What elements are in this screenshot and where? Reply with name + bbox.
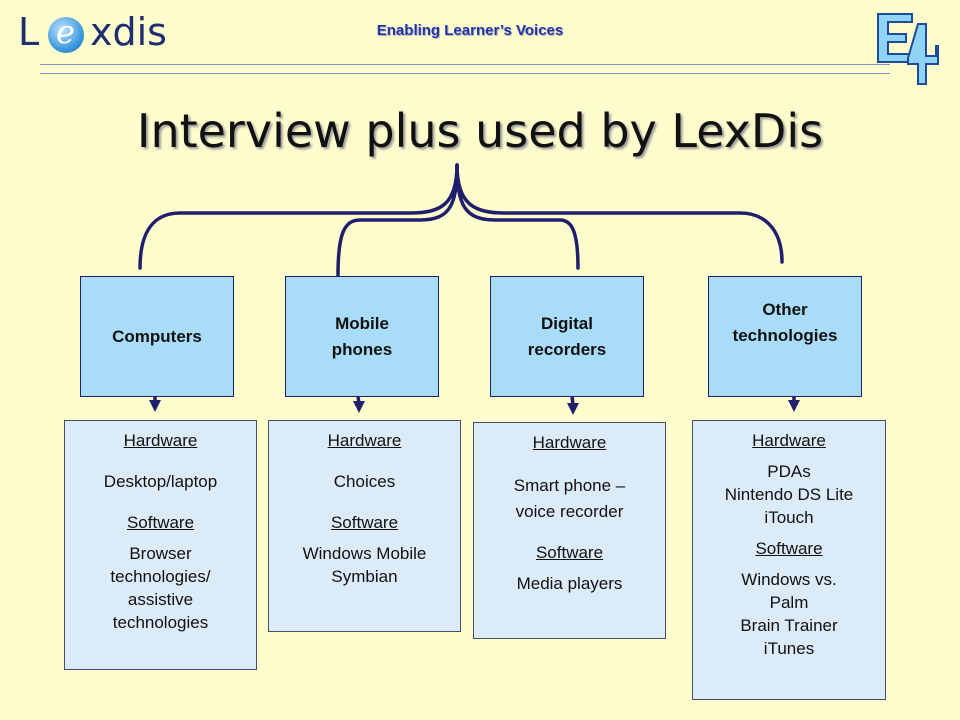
software-heading: Software [126,513,195,532]
header-divider-bottom [40,73,890,74]
category-computers: Computers [80,276,234,397]
page-title: Interview plus used by LexDis [136,104,824,158]
software-item: Symbian [331,567,398,586]
hardware-heading: Hardware [532,433,607,452]
category-label-line: Mobile [335,313,389,333]
software-item: Browser [129,544,192,563]
category-label-line: Digital [541,313,593,333]
software-item: Brain Trainer [740,616,838,635]
header-divider-top [40,64,890,65]
hardware-heading: Hardware [123,431,198,450]
hardware-item: PDAs [767,462,811,481]
hardware-item: voice recorder [515,502,624,521]
software-item: Palm [769,593,809,612]
arrow-down-icon [788,400,800,412]
category-label-line: Other [762,300,808,319]
connector-digital [455,163,580,270]
tagline: Enabling Learner’s Voices [376,22,564,39]
hardware-item: Desktop/laptop [103,472,218,491]
hardware-item: Nintendo DS Lite [724,485,854,504]
category-label-line: technologies [732,326,838,345]
software-heading: Software [330,513,399,532]
detail-other-technologies: Hardware PDAs Nintendo DS Lite iTouch So… [692,420,886,700]
logo-letter-l: L [18,10,40,54]
software-item: assistive [127,590,194,609]
software-item: Windows vs. [741,570,837,589]
category-label: Computers [112,326,202,346]
connector-computers [138,163,459,270]
hardware-item: iTouch [764,508,814,527]
category-other-technologies: Other technologies [708,276,862,397]
software-item: technologies/ [110,567,211,586]
software-heading: Software [755,539,823,558]
category-mobile-phones: Mobile phones [285,276,439,397]
lexdis-logo: L e xdis [18,8,178,56]
e4l-logo [877,13,939,85]
software-item: technologies [112,613,209,632]
connector-mobile [336,163,459,277]
detail-digital-recorders: Hardware Smart phone – voice recorder So… [473,422,666,639]
hardware-item: Smart phone – [513,476,626,495]
software-item: Media players [516,574,623,593]
hardware-item: Choices [333,472,396,491]
category-digital-recorders: Digital recorders [490,276,644,397]
hardware-heading: Hardware [327,431,402,450]
logo-e-circle [48,17,84,53]
detail-computers: Hardware Desktop/laptop Software Browser… [64,420,257,670]
arrow-down-icon [353,401,365,413]
arrow-down-icon [567,403,579,415]
logo-suffix: xdis [90,10,167,54]
detail-mobile-phones: Hardware Choices Software Windows Mobile… [268,420,461,632]
software-item: iTunes [763,639,815,658]
category-label-line: phones [331,339,393,359]
software-item: Windows Mobile [302,544,427,563]
hardware-heading: Hardware [752,431,826,450]
connector-other [455,163,784,264]
arrow-down-icon [149,400,161,412]
category-label-line: recorders [527,339,607,359]
logo-letter-e: e [56,13,75,51]
software-heading: Software [535,543,604,562]
